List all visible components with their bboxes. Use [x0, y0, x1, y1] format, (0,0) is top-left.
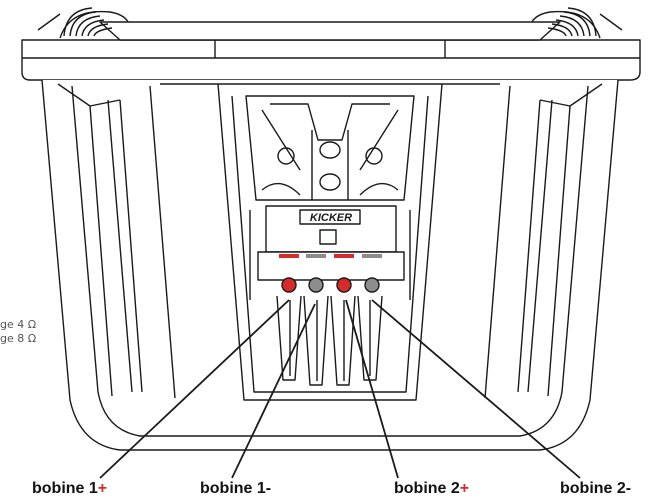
terminal-post-1: [281, 277, 297, 293]
leader-bobine-2-plus: [345, 299, 399, 479]
label-bobine-2-minus-text: bobine 2-: [560, 480, 632, 497]
impedance-note-8-ohm: ge 8 Ω: [0, 332, 37, 345]
leader-bobine-1-plus: [99, 299, 290, 479]
leader-lines: [99, 299, 581, 479]
label-bobine-2-sign: +: [459, 480, 470, 497]
top-flange: [21, 10, 641, 81]
terminal-bar-1: [279, 254, 299, 258]
label-bobine-2-plus: bobine 2+: [394, 480, 469, 498]
magnet-basket: [245, 95, 415, 201]
terminal-post-4: [364, 277, 380, 293]
label-bobine-1-minus: bobine 1-: [200, 480, 271, 498]
leader-bobine-1-minus: [231, 303, 316, 479]
left-rib-surround: [63, 7, 113, 37]
terminal-bar-2: [306, 254, 326, 258]
brand-logo: KICKER: [310, 212, 352, 224]
label-bobine-1-plus: bobine 1+: [32, 480, 107, 498]
leader-bobine-2-minus: [371, 299, 581, 479]
label-bobine-1-sign: +: [97, 480, 108, 497]
right-rib-surround: [547, 7, 597, 37]
label-bobine-2-text: bobine 2: [394, 480, 460, 497]
terminal-bar-3: [334, 254, 354, 258]
wire-boots: [276, 295, 383, 386]
terminal-post-2: [308, 277, 324, 293]
label-bobine-1-text: bobine 1: [32, 480, 98, 497]
impedance-note-4-ohm: ge 4 Ω: [0, 318, 37, 331]
terminals: [279, 254, 382, 293]
terminal-post-3: [336, 277, 352, 293]
label-bobine-1-minus-text: bobine 1-: [200, 480, 272, 497]
terminal-bar-4: [362, 254, 382, 258]
label-bobine-2-minus: bobine 2-: [560, 480, 631, 498]
